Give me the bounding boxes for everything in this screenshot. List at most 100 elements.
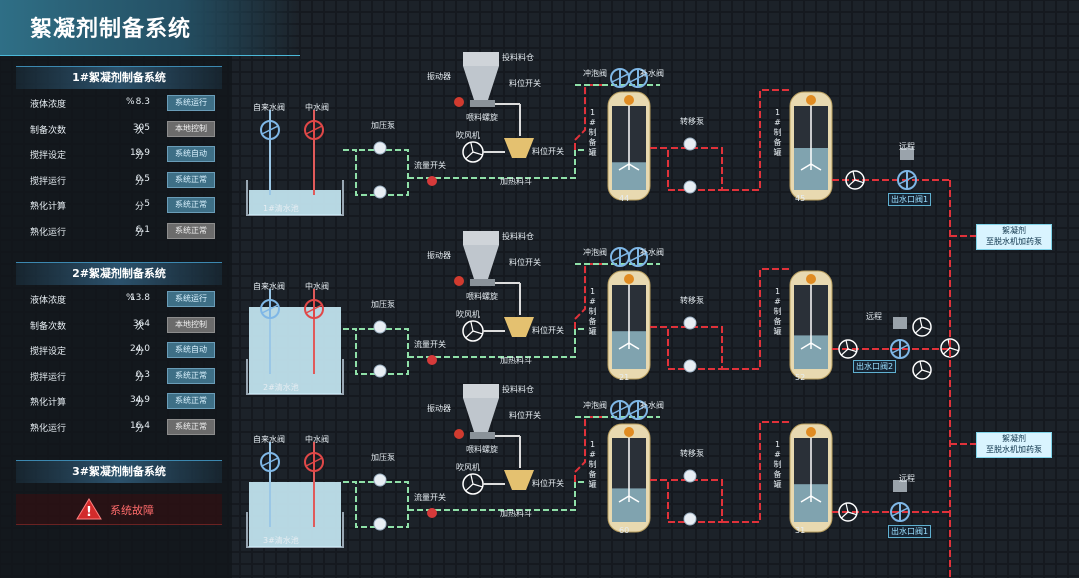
blower-fan-spoke: [472, 330, 483, 335]
mature-tank-level: 45: [795, 194, 806, 203]
param-value: 6.1: [135, 224, 150, 235]
param-unit: 分: [135, 202, 145, 212]
hopper-top: [463, 384, 499, 398]
flush-valve-label: 冲泡阀: [583, 248, 607, 257]
tap-water-valve-label: 自来水阀: [253, 103, 285, 112]
outlet-wheel-2d-spoke: [919, 361, 923, 371]
param-value: 364: [132, 318, 150, 329]
status-button[interactable]: 系统正常: [167, 367, 215, 384]
param-value: 13.8: [129, 293, 150, 303]
tap-water-valve-label: 自来水阀: [253, 435, 285, 444]
outlet-wheel-2b-spoke: [919, 318, 923, 328]
mature-tank-label: 1#制备罐: [773, 108, 782, 157]
param-label: 液体浓度: [30, 296, 67, 306]
status-button[interactable]: 系统正常: [167, 171, 215, 188]
remote-label-1: 远程: [899, 142, 915, 151]
tank-water: [249, 482, 341, 547]
pressure-pump-label: 加压泵: [371, 300, 395, 309]
clear-water-tank-label: 2#清水池: [263, 383, 299, 392]
pressure-pump-label: 加压泵: [371, 453, 395, 462]
pump-2p-label: 2P: [376, 188, 386, 197]
transfer-pump-2p-label: 2P: [686, 362, 696, 371]
output-line2: 至脱水机加药泵: [986, 237, 1042, 246]
param-label: 熟化计算: [30, 398, 67, 408]
screw-feeder-label: 喂料螺旋: [466, 113, 498, 122]
remote-label-3: 远程: [899, 474, 915, 483]
pump-1p-label: 1P: [376, 476, 386, 485]
status-button[interactable]: 系统正常: [167, 418, 215, 435]
status-button[interactable]: 本地控制: [167, 120, 215, 137]
supply-pipe: [408, 149, 585, 179]
transfer-pump-label: 转移泵: [680, 296, 704, 305]
blower-fan-spoke: [465, 483, 474, 492]
outlet-valve-tag-1: 出水口阀1: [888, 193, 932, 206]
status-button[interactable]: 系统自动: [167, 146, 215, 162]
param-label: 搅拌运行: [30, 176, 67, 187]
flush-valve-label: 冲泡阀: [583, 401, 607, 410]
remote-valve-bar2: [891, 507, 909, 517]
param-value: 19.9: [129, 148, 150, 158]
red-pipe: [574, 416, 605, 482]
status-button[interactable]: 系统正常: [167, 393, 215, 409]
transfer-pump-label: 转移泵: [680, 449, 704, 458]
vibrator-motor: [454, 276, 464, 286]
param-unit: 分: [135, 372, 145, 383]
vibrator-label: 振动器: [427, 251, 451, 260]
level-switch-label: 料位开关: [509, 258, 541, 267]
outlet-wheel-spoke: [840, 511, 849, 519]
heat-hopper: [504, 470, 534, 490]
mature-tank-blade: [800, 342, 822, 350]
status-button[interactable]: 系统正常: [167, 222, 215, 239]
pump-1p-label: 1P: [376, 144, 386, 153]
mature-tank-motor: [806, 274, 816, 284]
outlet-wheel-2d-spoke: [921, 369, 931, 374]
pressure-pump-label: 加压泵: [371, 121, 395, 130]
clear-water-tank-label: 1#清水池: [263, 204, 299, 213]
tank-water: [249, 190, 341, 215]
outlet-wheel-2c-spoke: [949, 347, 959, 352]
fault-indicator[interactable]: ! 系统故障: [16, 494, 222, 525]
page-title: 絮凝剂制备系统: [30, 17, 192, 42]
fault-text: 系统故障: [110, 504, 154, 517]
red-pipe: [574, 263, 605, 329]
vibrator-label: 振动器: [427, 72, 451, 81]
outlet-wheel-spoke: [847, 179, 856, 187]
panel-2-header: 2#絮凝剂制备系统: [16, 262, 222, 285]
panel-1-header: 1#絮凝剂制备系统: [16, 66, 222, 89]
refill-valve-label: 补水阀: [640, 248, 664, 257]
tank-water: [249, 307, 341, 394]
refill-valve-label: 补水阀: [640, 69, 664, 78]
outlet-wheel-2b-spoke: [914, 326, 923, 334]
prep-tank-label: 1#制备罐: [588, 440, 597, 489]
transfer-pump-1p: [683, 316, 697, 330]
prep-tank-label: 1#制备罐: [588, 287, 597, 336]
flow-switch: [427, 355, 437, 365]
remote-box: [893, 480, 907, 492]
blower-fan-spoke: [470, 474, 474, 485]
param-value: 34.9: [129, 395, 150, 405]
status-button[interactable]: 系统自动: [167, 342, 215, 358]
prep-tank-blade: [618, 342, 640, 350]
transfer-pump-2p-label: 2P: [686, 515, 696, 524]
vibrator-label: 振动器: [427, 404, 451, 413]
level-switch-2-label: 料位开关: [532, 479, 564, 488]
status-button[interactable]: 系统正常: [167, 197, 215, 213]
screw-feeder-label: 喂料螺旋: [466, 292, 498, 301]
prep-tank-motor: [624, 95, 634, 105]
transfer-pump-1p-label: 1P: [686, 140, 696, 149]
transfer-pump-1p: [683, 469, 697, 483]
status-button[interactable]: 本地控制: [167, 316, 215, 333]
status-button[interactable]: 系统运行: [167, 95, 215, 111]
mature-tank-blade: [800, 495, 822, 503]
outlet-valve-tag-2: 出水口阀2: [853, 360, 897, 373]
status-button[interactable]: 系统运行: [167, 291, 215, 307]
output-line2: 至脱水机加药泵: [986, 445, 1042, 454]
to-mature-pipe: [722, 421, 790, 523]
param-unit: 次: [135, 321, 145, 332]
mature-tank-level: 52: [795, 373, 806, 382]
outlet-wheel-spoke: [840, 348, 849, 356]
